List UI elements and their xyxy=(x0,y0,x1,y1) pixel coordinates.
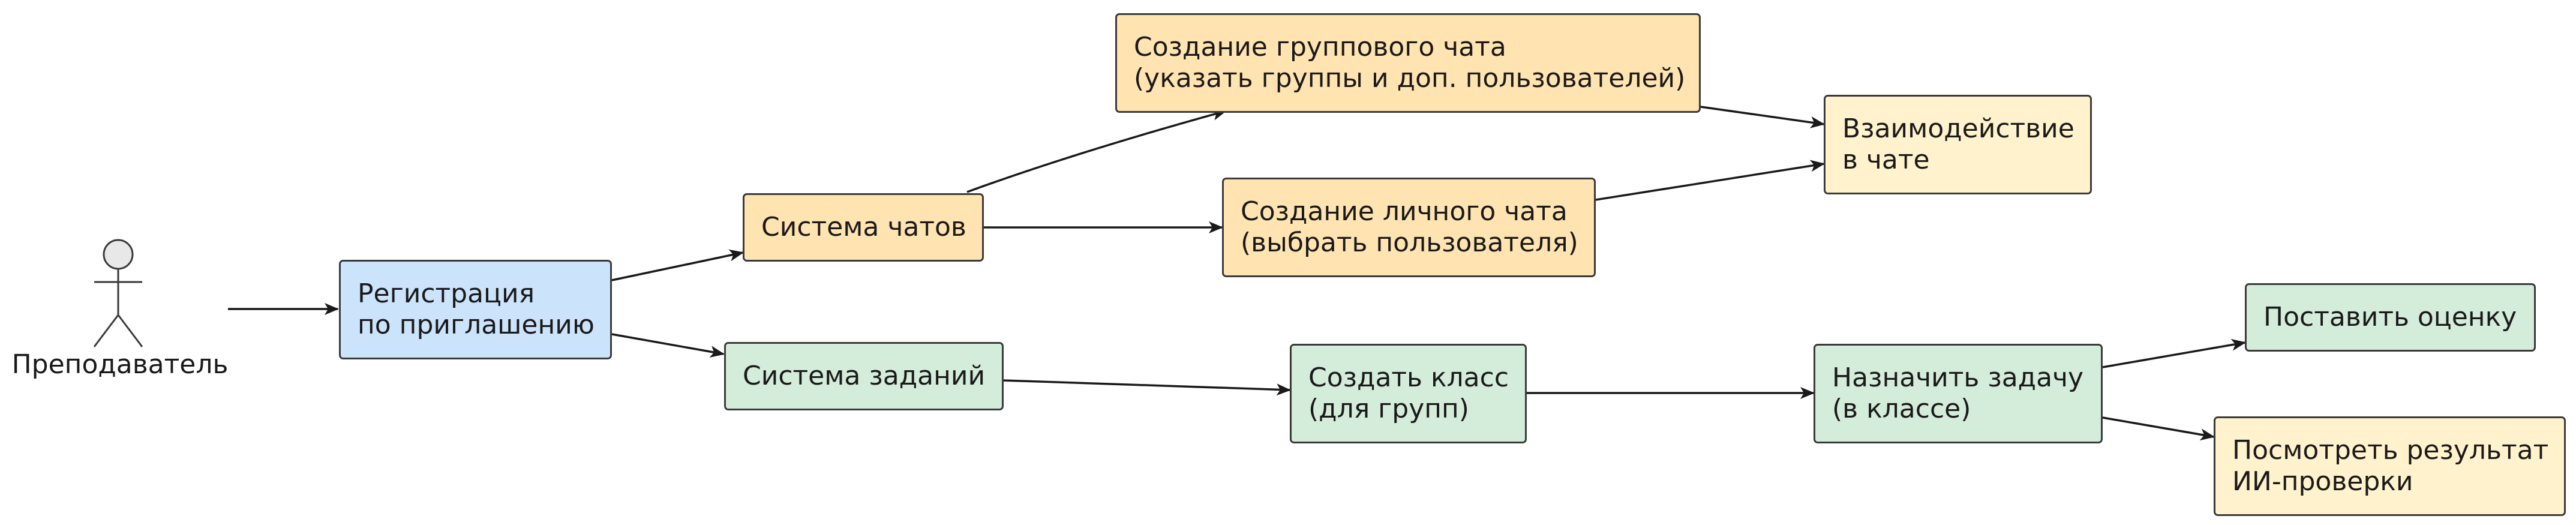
chat-interaction-line-2: в чате xyxy=(1842,145,1930,175)
edge-chat-system-group-chat xyxy=(966,109,1227,193)
personal-chat-line-2: (выбрать пользователя) xyxy=(1241,227,1578,258)
group-chat-node[interactable]: Создание группового чата (указать группы… xyxy=(1115,13,1701,113)
create-class-node[interactable]: Создать класс (для групп) xyxy=(1290,344,1527,443)
edge-personal-chat-interaction xyxy=(1595,160,1825,201)
chat-interaction-node[interactable]: Взаимодействие в чате xyxy=(1824,95,2092,194)
teacher-actor-icon xyxy=(93,239,143,347)
create-class-line-2: (для групп) xyxy=(1308,394,1469,424)
edge-group-chat-interaction xyxy=(1700,106,1825,128)
chat-interaction-line-1: Взаимодействие xyxy=(1842,113,2074,144)
edge-assign-task-ai-check xyxy=(2102,416,2215,441)
group-chat-line-2: (указать группы и доп. пользователей) xyxy=(1134,63,1686,94)
group-chat-line-1: Создание группового чата xyxy=(1134,32,1506,62)
ai-check-line-1: Посмотреть результат xyxy=(2232,435,2549,466)
create-class-line-1: Создать класс xyxy=(1308,362,1509,393)
registration-line-1: Регистрация xyxy=(358,278,535,309)
registration-node[interactable]: Регистрация по приглашению xyxy=(339,260,612,359)
chat-system-node[interactable]: Система чатов xyxy=(743,193,984,262)
edge-assign-task-grade xyxy=(2102,338,2246,368)
task-system-node[interactable]: Система заданий xyxy=(724,342,1004,410)
personal-chat-node[interactable]: Создание личного чата (выбрать пользоват… xyxy=(1222,178,1596,277)
assign-task-node[interactable]: Назначить задачу (в классе) xyxy=(1814,344,2103,443)
edge-task-system-create-class xyxy=(1003,379,1291,396)
assign-task-line-1: Назначить задачу xyxy=(1832,362,2084,393)
edge-registration-task-system xyxy=(611,333,725,358)
chat-system-line-1: Система чатов xyxy=(761,212,966,242)
teacher-actor-label: Преподаватель xyxy=(11,349,229,380)
edge-registration-chat-system xyxy=(611,249,744,281)
registration-line-2: по приглашению xyxy=(358,310,595,340)
task-system-line-1: Система заданий xyxy=(743,361,986,391)
ai-check-line-2: ИИ-проверки xyxy=(2232,466,2413,497)
ai-check-node[interactable]: Посмотреть результат ИИ-проверки xyxy=(2214,416,2566,516)
assign-task-line-2: (в классе) xyxy=(1832,394,1971,424)
grade-line-1: Поставить оценку xyxy=(2263,302,2517,332)
personal-chat-line-1: Создание личного чата xyxy=(1241,196,1568,227)
grade-node[interactable]: Поставить оценку xyxy=(2245,283,2536,352)
